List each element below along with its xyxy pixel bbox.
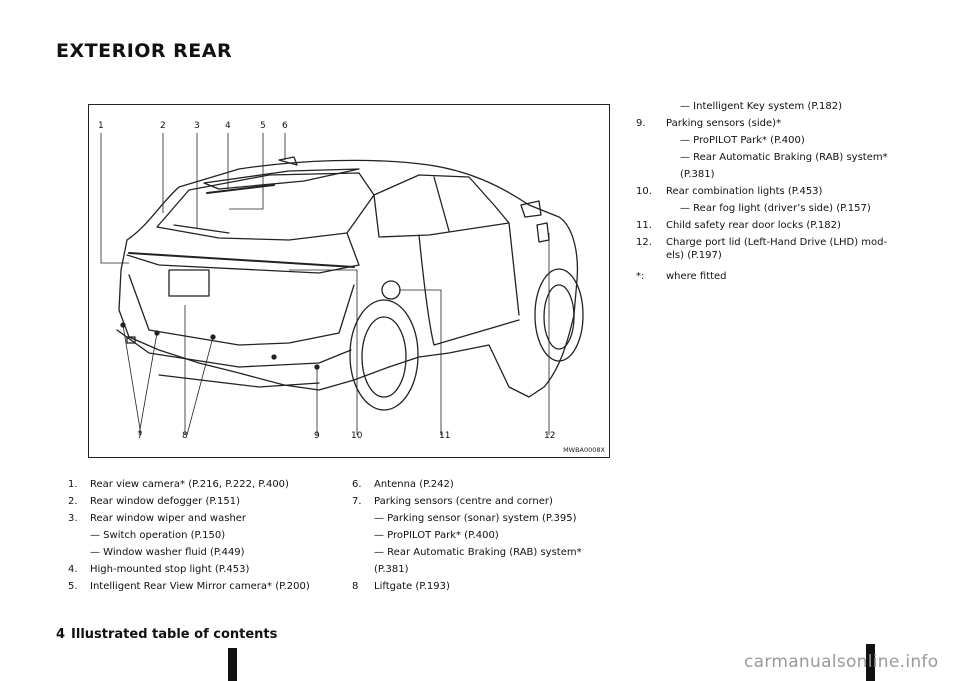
charge-port-lid: [536, 222, 550, 243]
figure-code: MWBA0008X: [563, 446, 605, 454]
sunroof: [203, 168, 360, 190]
page-title: EXTERIOR REAR: [56, 40, 233, 62]
callout-12: 12: [544, 431, 556, 441]
front-wheel: [534, 268, 584, 362]
callout-5: 5: [260, 121, 266, 131]
rear-wiper: [173, 224, 230, 234]
callout-6: 6: [282, 121, 288, 131]
child-lock-circle: [381, 280, 401, 300]
callout-10: 10: [351, 431, 363, 441]
callout-2: 2: [160, 121, 166, 131]
side-window: [373, 174, 510, 238]
high-mounted-stop-light: [206, 184, 275, 194]
antenna: [278, 156, 298, 166]
page-footer: 4 Illustrated table of contents: [56, 627, 277, 642]
thumb-tab-right: [866, 644, 875, 681]
callout-3: 3: [194, 121, 200, 131]
exterior-rear-illustration: 1 2 3 4 5 6 7 8 9 10 11 12 MWBA0008X: [88, 104, 610, 458]
callout-11: 11: [439, 431, 451, 441]
licence-plate: [168, 269, 210, 297]
section-title: Illustrated table of contents: [71, 627, 278, 642]
page-number: 4: [56, 627, 66, 642]
side-mirror: [520, 200, 542, 218]
callout-9: 9: [314, 431, 320, 441]
body-outline: [118, 159, 579, 398]
rear-window: [156, 172, 375, 241]
thumb-tab-left: [228, 648, 237, 681]
watermark: carmanualsonline.info: [744, 652, 939, 672]
callout-4: 4: [225, 121, 231, 131]
callout-8: 8: [182, 431, 188, 441]
rear-wheel: [349, 299, 419, 411]
callout-1: 1: [98, 121, 104, 131]
liftgate-outline: [126, 232, 360, 274]
callout-7: 7: [137, 431, 143, 441]
car-rear-drawing: [100, 133, 584, 436]
